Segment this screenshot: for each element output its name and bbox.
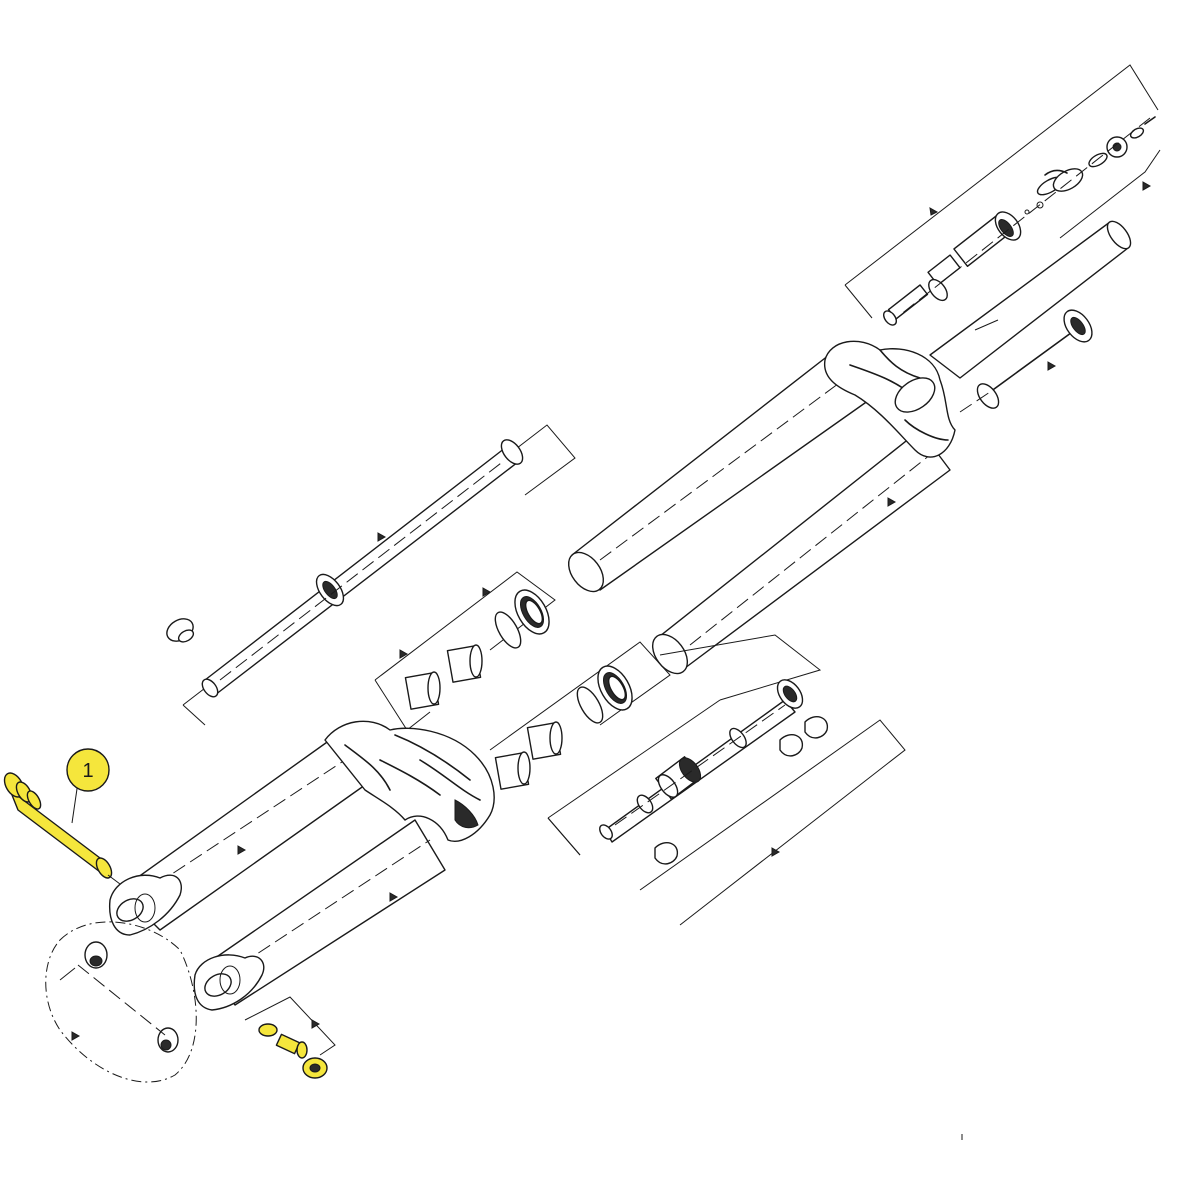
foam-ring-right — [576, 686, 604, 724]
clip-part — [1044, 169, 1068, 176]
dust-seal-right — [597, 665, 633, 711]
dust-seal-left — [514, 589, 550, 635]
damper-clips — [654, 716, 829, 865]
right-damper-assembly — [959, 309, 1093, 413]
air-spring-shaft — [166, 424, 576, 726]
thru-axle[interactable] — [1, 770, 121, 885]
foam-ring-left — [494, 611, 522, 649]
steerer-tube — [929, 220, 1132, 379]
washer — [1088, 152, 1108, 168]
stanchion-right — [651, 429, 951, 675]
shaft-clip — [166, 618, 195, 643]
damper-cartridge-lower — [547, 634, 906, 926]
axle-nut-parts[interactable] — [244, 996, 336, 1079]
stanchion-left — [567, 347, 873, 593]
lower-bushing-right — [526, 721, 563, 760]
knob-base — [1052, 168, 1084, 192]
top-bolt — [1144, 116, 1156, 125]
hub-outline — [45, 921, 197, 1083]
bushings-and-seals — [374, 571, 671, 790]
upper-bushing-left — [404, 671, 441, 710]
lower-legs — [108, 720, 495, 1011]
callout-leader — [71, 781, 79, 824]
lower-bushing-left — [494, 751, 531, 790]
axle-washer[interactable] — [258, 1023, 278, 1037]
crown — [824, 340, 956, 458]
damper-top-parts — [882, 116, 1156, 326]
dropout-right — [193, 954, 265, 1011]
callout-circle — [66, 748, 110, 792]
arch-brace — [324, 720, 495, 842]
callout-1[interactable]: 1 — [66, 748, 110, 824]
damper-cartridge-top — [882, 211, 1022, 326]
upper-bushing-right — [446, 644, 483, 683]
callout-label: 1 — [82, 760, 93, 782]
hub-end-cap-top — [84, 941, 108, 969]
fork-crown-assembly — [567, 220, 1132, 675]
top-assembly-bracket — [844, 64, 1161, 319]
dropout-left — [108, 874, 182, 936]
axle-bolt[interactable] — [275, 1033, 301, 1055]
